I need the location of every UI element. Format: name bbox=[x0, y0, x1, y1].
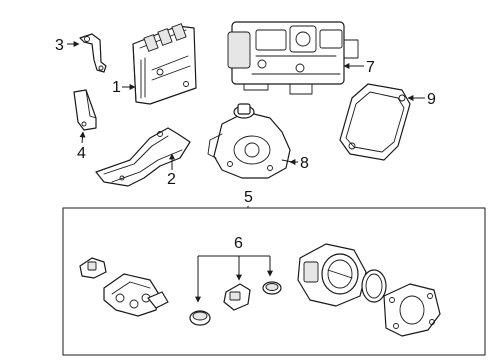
callout-4: 4 bbox=[77, 145, 86, 162]
bracket-part-3 bbox=[79, 33, 107, 73]
valve-assembly-part-7 bbox=[227, 21, 359, 95]
callout-8: 8 bbox=[300, 155, 309, 172]
ring-fitting-right bbox=[262, 281, 282, 295]
ecu-module-part-1 bbox=[132, 23, 197, 105]
throttle-body bbox=[297, 243, 367, 307]
callout-7: 7 bbox=[366, 59, 375, 76]
sensor-fitting-middle bbox=[223, 283, 251, 311]
adapter-flange bbox=[383, 283, 441, 337]
o-ring-seal bbox=[361, 269, 387, 303]
callout-3: 3 bbox=[55, 37, 64, 54]
bracket-part-4 bbox=[73, 89, 97, 131]
harness-connector-body bbox=[103, 273, 169, 317]
connector-plug bbox=[79, 257, 107, 279]
mount-pad-part-9 bbox=[339, 83, 411, 161]
callout-5: 5 bbox=[244, 189, 253, 206]
callout-9: 9 bbox=[427, 91, 436, 108]
callout-1: 1 bbox=[112, 79, 121, 96]
kit-box-5 bbox=[62, 207, 486, 356]
ring-fitting-left bbox=[189, 310, 211, 326]
pump-housing-part-8 bbox=[207, 103, 293, 179]
callout-2: 2 bbox=[167, 171, 176, 188]
callout-6: 6 bbox=[234, 235, 243, 252]
